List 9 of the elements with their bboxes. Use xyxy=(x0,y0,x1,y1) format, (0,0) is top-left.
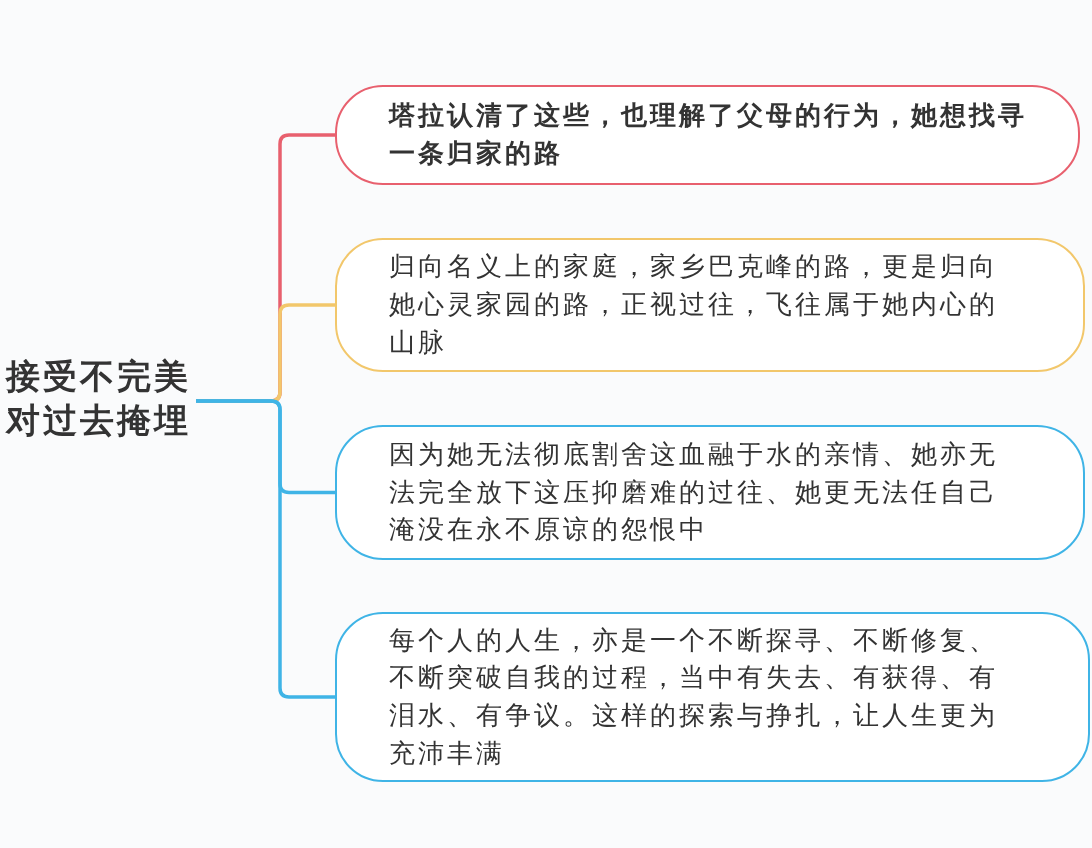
branch-connector xyxy=(196,399,335,699)
topic-text: 每个人的人生，亦是一个不断探寻、不断修复、不断突破自我的过程，当中有失去、有获得、有泪水、有争议。这样的探索与挣扎，让人生更为充沛丰满 xyxy=(389,623,999,770)
topic-box xyxy=(335,612,1090,782)
topic-text: 因为她无法彻底割舍这血融于水的亲情、她亦无法完全放下这压抑磨难的过往、她更无法任自己淹没在永不原谅的怨恨中 xyxy=(389,437,999,547)
topic-box xyxy=(335,238,1085,372)
topic-text: 归向名义上的家庭，家乡巴克峰的路，更是归向她心灵家园的路，正视过往，飞往属于她内心的山脉 xyxy=(389,250,999,359)
topic-box xyxy=(335,425,1085,560)
topic-text: 塔拉认清了这些，也理解了父母的行为，她想找寻一条归家的路 xyxy=(389,99,1028,170)
topic-title: 接受不完美对过去掩埋 xyxy=(6,354,192,442)
